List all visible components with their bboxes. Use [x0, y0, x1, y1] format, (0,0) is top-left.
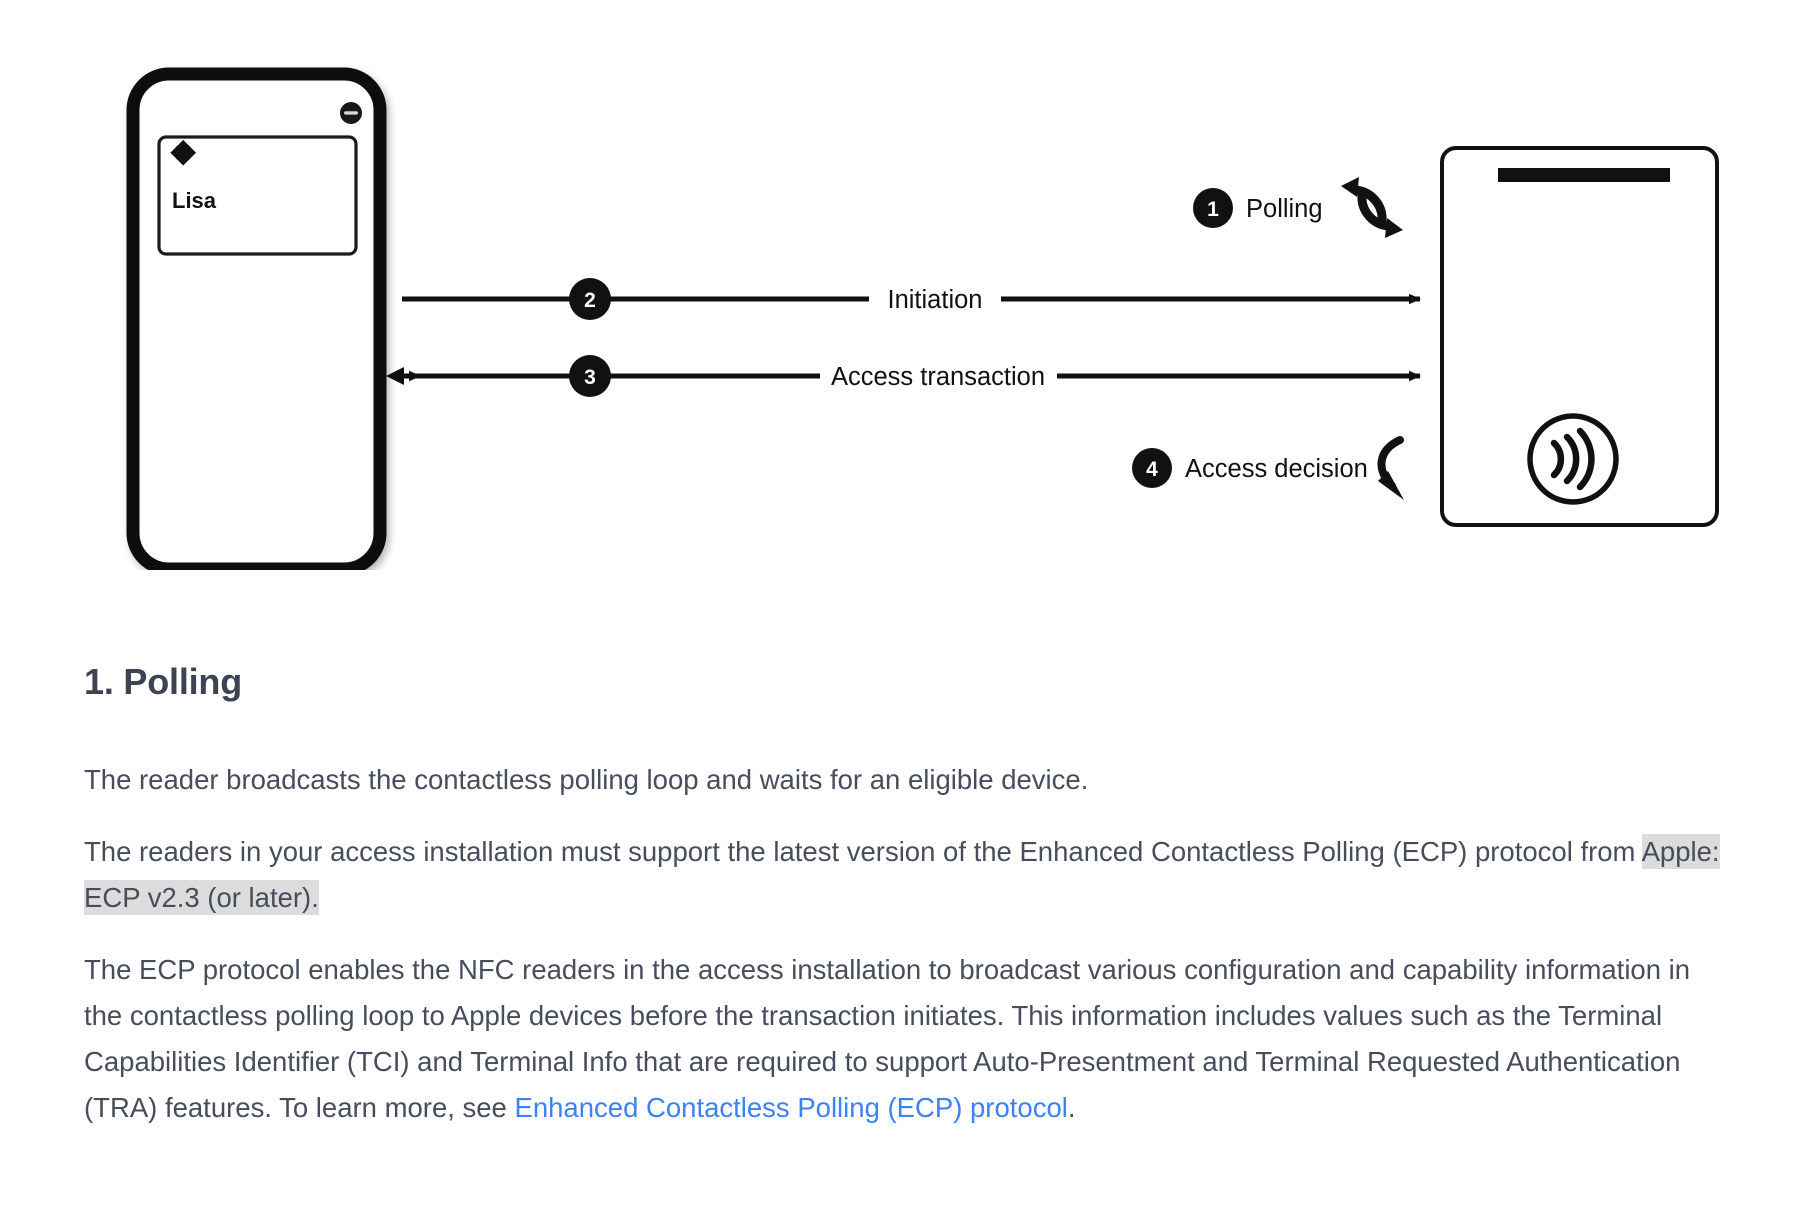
- pass-card[interactable]: [157, 135, 358, 256]
- paragraph-ecp-details-text: The ECP protocol enables the NFC readers…: [84, 954, 1691, 1124]
- step-number-2: 2: [584, 289, 596, 312]
- access-transaction-flow-diagram: Lisa 1 Polling: [0, 0, 1818, 570]
- reader-display-bar: [1498, 168, 1670, 182]
- step-label-3: Access transaction: [831, 363, 1045, 391]
- contactless-nfc-icon: [1527, 413, 1619, 505]
- camera-icon: [340, 102, 362, 124]
- step-label-1: Polling: [1246, 195, 1323, 223]
- step-label-4: Access decision: [1185, 455, 1368, 483]
- step-number-3: 3: [584, 366, 596, 389]
- step-number-4: 4: [1146, 458, 1158, 481]
- paragraph-intro: The reader broadcasts the contactless po…: [84, 764, 1089, 796]
- paragraph-ecp-version: The readers in your access installation …: [84, 829, 1724, 921]
- step-label-2: Initiation: [888, 286, 983, 314]
- nfc-reader-device: [1440, 146, 1719, 527]
- step-badge-2: [569, 278, 611, 320]
- circular-refresh-loop-icon: [1353, 185, 1391, 231]
- step-1-polling: 1 Polling: [1193, 177, 1403, 238]
- step-badge-1: [1193, 188, 1233, 228]
- paragraph-ecp-version-text: The readers in your access installation …: [84, 836, 1642, 868]
- step-number-1: 1: [1207, 198, 1219, 221]
- four-diamond-logo-icon: [170, 139, 197, 166]
- paragraph-ecp-details-trailing: .: [1067, 1092, 1076, 1124]
- step-badge-4: [1132, 448, 1172, 488]
- curved-arrow-down-icon: [1377, 436, 1404, 500]
- ecp-protocol-link[interactable]: Enhanced Contactless Polling (ECP) proto…: [514, 1092, 1068, 1124]
- step-badge-3: [569, 355, 611, 397]
- step-3-access-transaction: 3 Access transaction: [386, 355, 1421, 397]
- page-title: 1. Polling: [84, 661, 243, 702]
- article-body: 1. Polling The reader broadcasts the con…: [84, 660, 1744, 1131]
- step-2-initiation: 2 Initiation: [402, 278, 1421, 320]
- pass-card-name: Lisa: [172, 188, 217, 213]
- step-4-access-decision: 4 Access decision: [1132, 436, 1404, 500]
- paragraph-ecp-details: The ECP protocol enables the NFC readers…: [84, 947, 1724, 1131]
